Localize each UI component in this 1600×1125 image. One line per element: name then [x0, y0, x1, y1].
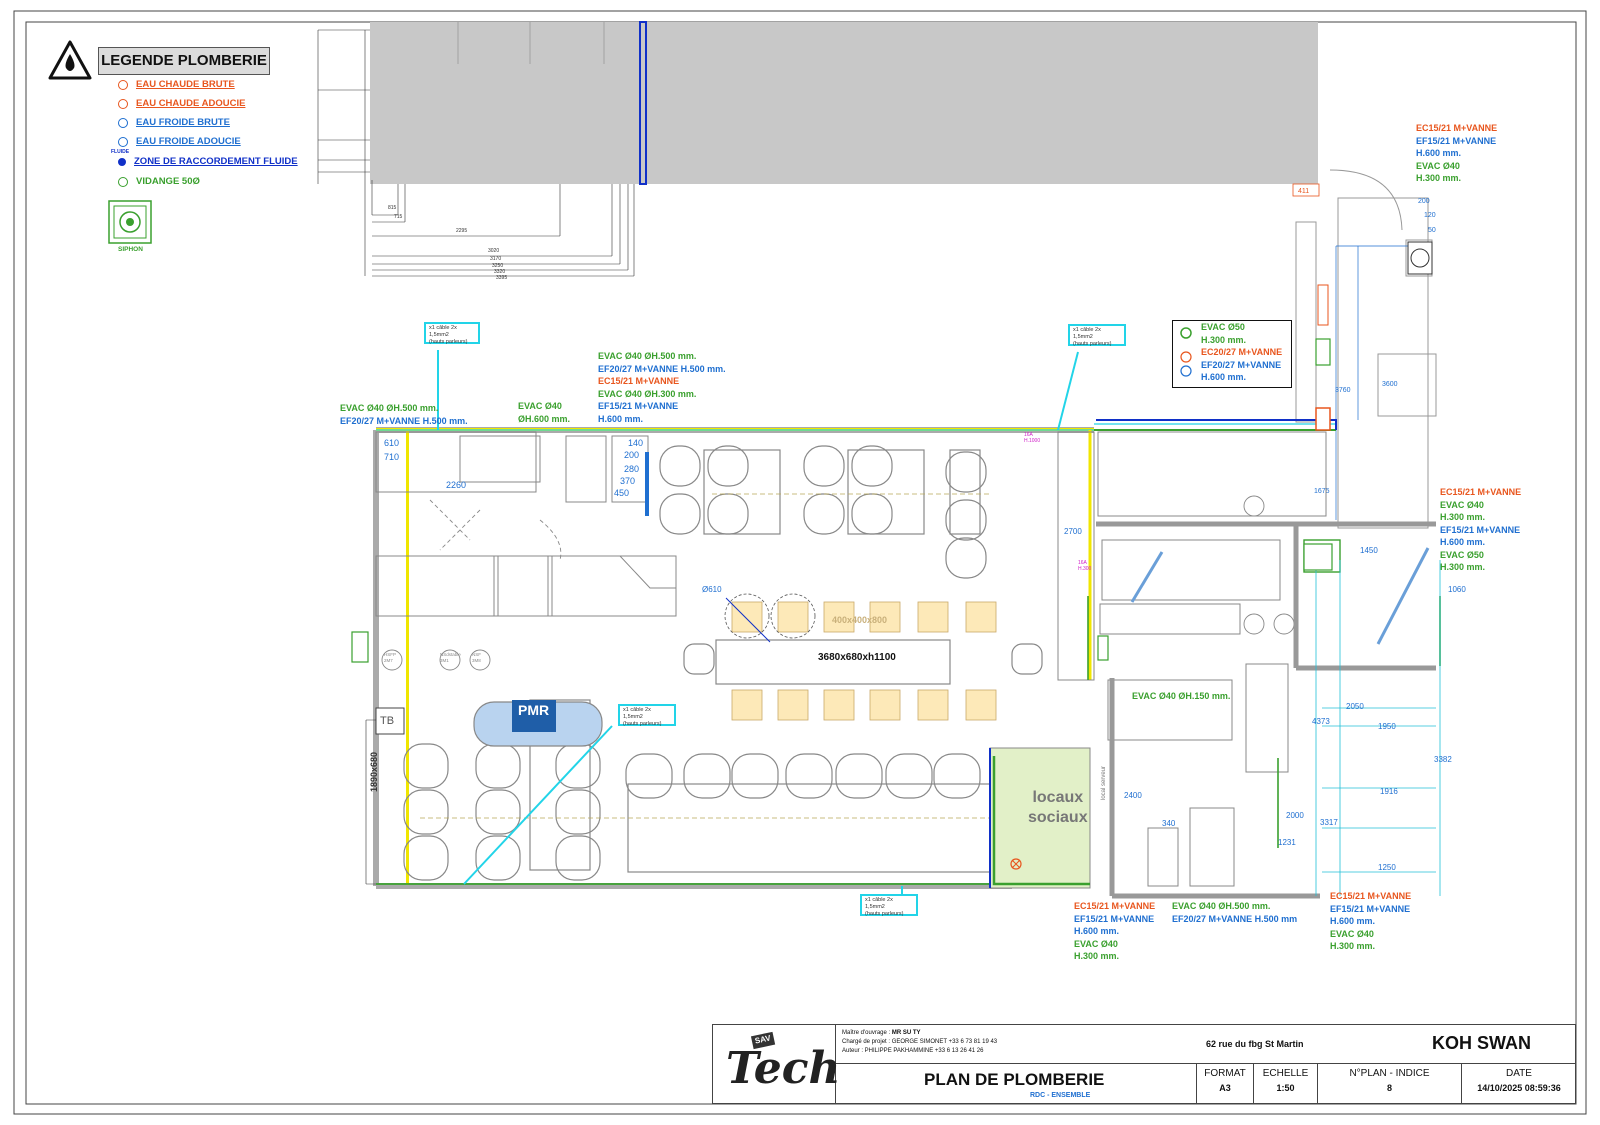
legend-item-eau-froide-adoucie: EAU FROIDE ADOUCIE: [118, 136, 241, 147]
svg-text:1950: 1950: [1378, 722, 1396, 731]
svg-text:610: 610: [384, 438, 399, 448]
svg-text:715: 715: [394, 214, 403, 220]
siphon-label: SIPHON: [118, 244, 143, 257]
project-contacts: Maître d'ouvrage : MR SU TY Chargé de pr…: [842, 1029, 997, 1056]
svg-text:3600: 3600: [1382, 381, 1398, 388]
legend-item-eau-chaude-brute: EAU CHAUDE BRUTE: [118, 79, 235, 90]
svg-text:450: 450: [614, 488, 629, 498]
hot-water-icon: [118, 80, 128, 90]
svg-text:280: 280: [624, 464, 639, 474]
hot-softened-water-icon: [118, 99, 128, 109]
annotation-right-mid: EC15/21 M+VANNE EVAC Ø40 H.300 mm. EF15/…: [1440, 486, 1521, 574]
side-dimension: 1890x680: [368, 752, 381, 792]
pmr-label: PMR: [518, 704, 549, 717]
svg-text:1060: 1060: [1448, 585, 1466, 594]
annotation-top-left-1: EVAC Ø40 ØH.500 mm. EF20/27 M+VANNE H.50…: [340, 402, 468, 427]
svg-text:3395: 3395: [496, 275, 507, 281]
drain-icon: [118, 177, 128, 187]
svg-text:3170: 3170: [490, 256, 501, 262]
svg-text:3020: 3020: [488, 248, 499, 254]
svg-text:2700: 2700: [1064, 527, 1082, 536]
cold-water-icon: [118, 118, 128, 128]
svg-text:1916: 1916: [1380, 787, 1398, 796]
svg-text:1450: 1450: [1360, 546, 1378, 555]
svg-text:2295: 2295: [456, 228, 467, 234]
svg-text:3760: 3760: [1335, 387, 1351, 394]
logo-cell: SAV Tech: [712, 1024, 836, 1104]
cable-note-1: x1 câble 2x 1,5mm2 (hauts parleurs): [424, 322, 480, 344]
svg-text:1250: 1250: [1378, 863, 1396, 872]
svg-text:370: 370: [620, 476, 635, 486]
svg-text:3317: 3317: [1320, 818, 1338, 827]
tb-label: TB: [380, 715, 394, 728]
box-icons: [1179, 327, 1193, 383]
upper-grey-block: [370, 22, 1318, 184]
siphon-icon: [108, 200, 152, 244]
annotation-bottom-2: EVAC Ø40 ØH.500 mm. EF20/27 M+VANNE H.50…: [1172, 900, 1297, 925]
table-seats-label: 400x400x800: [832, 614, 887, 627]
svg-text:2000: 2000: [1286, 811, 1304, 820]
svg-text:1231: 1231: [1278, 838, 1296, 847]
nplan-cell: N°PLAN - INDICE 8: [1318, 1064, 1462, 1104]
legend-item-eau-froide-brute: EAU FROIDE BRUTE: [118, 117, 230, 128]
hsfp-tag: HSFP2M7: [384, 652, 396, 664]
svg-text:2260: 2260: [446, 480, 466, 490]
echelle-cell: ECHELLE 1:50: [1254, 1064, 1318, 1104]
annotation-top-left-2: EVAC Ø40 ØH.600 mm.: [518, 400, 570, 425]
fluide-tag: FLUIDE: [111, 146, 129, 159]
annotation-bottom-1: EC15/21 M+VANNE EF15/21 M+VANNE H.600 mm…: [1074, 900, 1155, 963]
format-cell: FORMAT A3: [1196, 1064, 1254, 1104]
project-name: KOH SWAN: [1432, 1032, 1531, 1054]
cable-note-2: x1 câble 2x 1,5mm2 (hauts parleurs): [1068, 324, 1126, 346]
cable-note-3: x1 câble 2x 1,5mm2 (hauts parleurs): [618, 704, 676, 726]
cable-note-4: x1 câble 2x 1,5mm2 (hauts parleurs): [860, 894, 918, 916]
warning-icon: [48, 40, 92, 80]
annotation-bottom-3: EC15/21 M+VANNE EF15/21 M+VANNE H.600 mm…: [1330, 890, 1411, 953]
legend-item-vidange: VIDANGE 50Ø: [118, 176, 200, 187]
svg-text:340: 340: [1162, 819, 1176, 828]
diameter-label: Ø610: [702, 584, 722, 597]
electrical-tag-1: 16A H.1000: [1024, 432, 1040, 444]
nsh-tag: NSdstable3M1: [440, 652, 461, 664]
connection-box: EVAC Ø50 H.300 mm. EC20/27 M+VANNE EF20/…: [1172, 320, 1292, 388]
local-serveur-label: local serveur: [1098, 766, 1111, 800]
plan-title: PLAN DE PLOMBERIE: [924, 1070, 1104, 1090]
nsf-tag: NSF3M8: [472, 652, 481, 664]
date-cell: DATE 14/10/2025 08:59:36: [1462, 1064, 1576, 1104]
electrical-tag-2: 16A H.300: [1078, 560, 1091, 572]
legend-item-zone-raccordement: ZONE DE RACCORDEMENT FLUIDE: [118, 156, 298, 167]
svg-text:2050: 2050: [1346, 702, 1364, 711]
svg-text:50: 50: [1428, 227, 1436, 234]
svg-text:815: 815: [388, 205, 397, 211]
svg-text:200: 200: [1418, 198, 1430, 205]
connection-point-icon: [118, 158, 126, 166]
svg-text:1675: 1675: [1314, 488, 1330, 495]
svg-text:2400: 2400: [1124, 791, 1142, 800]
plan-subtitle: RDC - ENSEMBLE: [1030, 1090, 1090, 1103]
annotation-evac-150: EVAC Ø40 ØH.150 mm.: [1132, 690, 1230, 703]
cold-softened-water-icon: [118, 137, 128, 147]
svg-text:411: 411: [1298, 188, 1309, 195]
table-label: 3680x680xh1100: [818, 652, 896, 665]
svg-text:120: 120: [1424, 212, 1436, 219]
svg-text:4373: 4373: [1312, 717, 1330, 726]
svg-text:200: 200: [624, 450, 639, 460]
locaux-sociaux-label: locaux sociaux: [1028, 788, 1088, 828]
svg-text:710: 710: [384, 452, 399, 462]
legend-title: LEGENDE PLOMBERIE: [98, 47, 270, 75]
svg-text:140: 140: [628, 438, 643, 448]
annotation-top-center: EVAC Ø40 ØH.500 mm. EF20/27 M+VANNE H.50…: [598, 350, 726, 425]
svg-text:3382: 3382: [1434, 755, 1452, 764]
logo-tech: Tech: [726, 1044, 840, 1094]
legend-item-eau-chaude-adoucie: EAU CHAUDE ADOUCIE: [118, 98, 245, 109]
annotation-top-right: EC15/21 M+VANNE EF15/21 M+VANNE H.600 mm…: [1416, 122, 1497, 185]
site-address: 62 rue du fbg St Martin: [1206, 1038, 1304, 1051]
